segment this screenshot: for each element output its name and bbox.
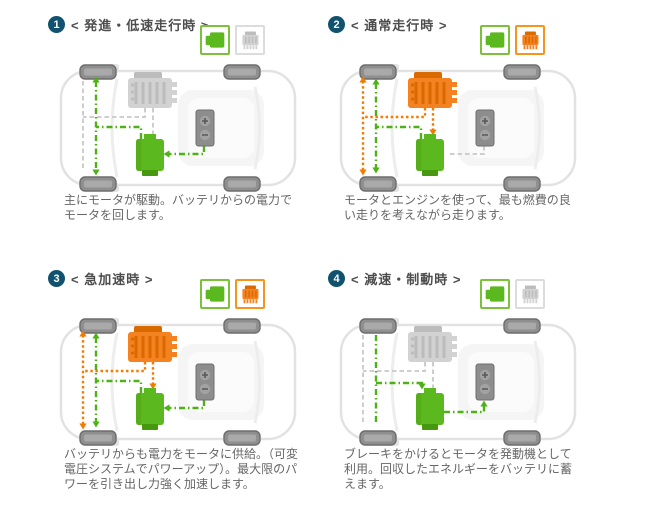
motor-icon <box>416 388 444 430</box>
drivetrain-components <box>408 326 495 430</box>
mode-panel-3: 3 < 急加速時 > <box>48 266 310 518</box>
mode-title: < 発進・低速走行時 > <box>71 18 210 33</box>
legend-engine-icon <box>235 279 265 309</box>
engine-icon <box>408 326 457 362</box>
car-body <box>339 64 577 192</box>
car-diagram <box>339 64 577 192</box>
engine-icon <box>128 326 177 362</box>
battery-icon <box>475 109 495 147</box>
car-body <box>339 318 577 446</box>
car-diagram <box>59 318 297 446</box>
component-legend <box>200 25 265 55</box>
engine-icon <box>408 72 457 108</box>
motor-icon <box>136 388 164 430</box>
motor-icon <box>416 134 444 176</box>
legend-engine-icon <box>235 25 265 55</box>
mode-number-badge: 4 <box>328 270 345 287</box>
drivetrain-components <box>128 72 215 176</box>
legend-motor-icon <box>200 25 230 55</box>
mode-panel-4: 4 < 減速・制動時 > <box>328 266 590 518</box>
mode-number-badge: 1 <box>48 16 65 33</box>
component-legend <box>480 279 545 309</box>
car-diagram <box>339 318 577 446</box>
mode-title: < 通常走行時 > <box>351 18 448 33</box>
component-legend <box>480 25 545 55</box>
mode-description: 主にモータが駆動。バッテリからの電力でモータを回します。 <box>64 193 293 222</box>
battery-icon <box>475 363 495 401</box>
legend-motor-icon <box>200 279 230 309</box>
car-diagram <box>59 64 297 192</box>
mode-description: ブレーキをかけるとモータを発動機として利用。回収したエネルギーをバッテリに蓄えま… <box>344 447 573 491</box>
mode-description: モータとエンジンを使って、最も燃費の良い走りを考えながら走ります。 <box>344 193 571 222</box>
mode-panel-1: 1 < 発進・低速走行時 > <box>48 12 310 264</box>
legend-motor-icon <box>480 25 510 55</box>
mode-title: < 減速・制動時 > <box>351 272 462 287</box>
battery-icon <box>195 109 215 147</box>
legend-motor-icon <box>480 279 510 309</box>
battery-icon <box>195 363 215 401</box>
legend-engine-icon <box>515 279 545 309</box>
motor-icon <box>136 134 164 176</box>
mode-number-badge: 2 <box>328 16 345 33</box>
mode-header: 1 < 発進・低速走行時 > <box>48 12 310 34</box>
mode-number-badge: 3 <box>48 270 65 287</box>
mode-header: 2 < 通常走行時 > <box>328 12 590 34</box>
mode-title: < 急加速時 > <box>71 272 154 287</box>
component-legend <box>200 279 265 309</box>
mode-description: バッテリからも電力をモータに供給。（可変電圧システムでパワーアップ）。最大限のパ… <box>64 447 299 491</box>
drivetrain-components <box>408 72 495 176</box>
mode-header: 4 < 減速・制動時 > <box>328 266 590 288</box>
legend-engine-icon <box>515 25 545 55</box>
engine-icon <box>128 72 177 108</box>
mode-header: 3 < 急加速時 > <box>48 266 310 288</box>
mode-panel-2: 2 < 通常走行時 > <box>328 12 590 264</box>
drivetrain-components <box>128 326 215 430</box>
